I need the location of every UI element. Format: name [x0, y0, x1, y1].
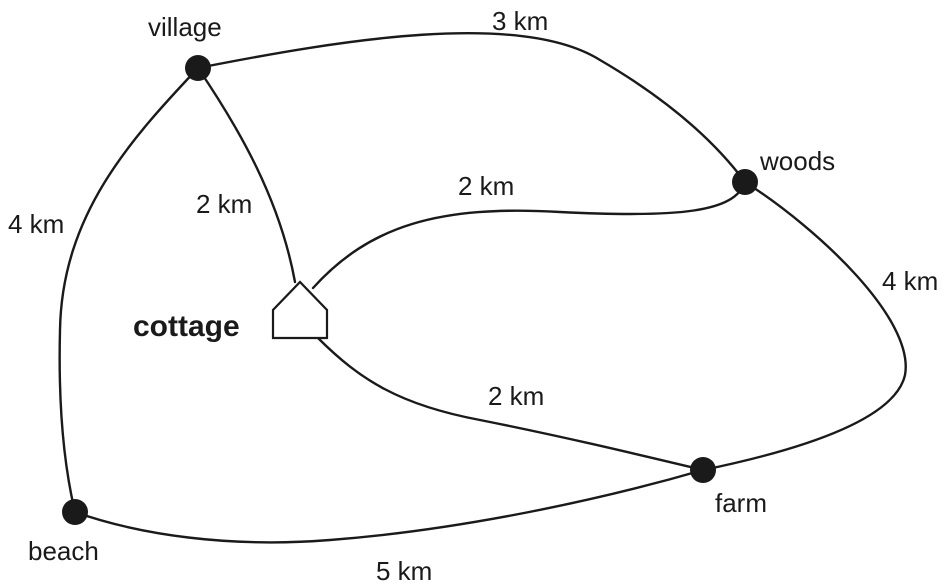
road-village-beach — [58, 66, 200, 514]
road-village-cottage — [196, 66, 297, 284]
road-village-woods — [196, 31, 747, 184]
village-marker — [185, 55, 211, 81]
cottage-label: cottage — [133, 310, 240, 343]
village-label: village — [148, 12, 222, 42]
road-woods-farm — [701, 180, 907, 472]
distance-cottage-farm: 2 km — [488, 381, 544, 411]
distance-cottage-woods: 2 km — [458, 171, 514, 201]
distance-village-woods: 3 km — [492, 6, 548, 36]
road-cottage-woods — [311, 180, 747, 290]
farm-label: farm — [715, 488, 767, 518]
cottage-house-icon — [271, 280, 329, 340]
distance-beach-farm: 5 km — [376, 556, 432, 585]
beach-marker — [62, 499, 88, 525]
farm-marker — [690, 457, 716, 483]
distance-village-cottage: 2 km — [196, 189, 252, 219]
beach-label: beach — [28, 536, 99, 566]
woods-label: woods — [759, 146, 835, 176]
distance-woods-farm: 4 km — [882, 266, 938, 296]
road-cottage-farm — [316, 336, 705, 472]
distance-village-beach: 4 km — [8, 209, 64, 239]
woods-marker — [732, 169, 758, 195]
road-beach-farm — [73, 468, 705, 544]
